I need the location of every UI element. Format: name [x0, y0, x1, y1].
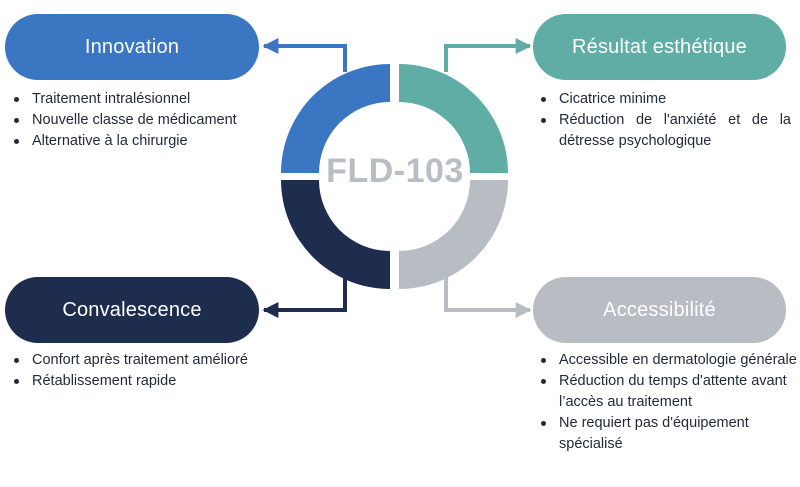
list-item: Ne requiert pas d'équipement spécialisé	[539, 413, 797, 455]
ring-segment-resultat	[399, 64, 508, 173]
arrow-convalescence	[262, 276, 347, 318]
list-item: Réduction du temps d'attente avant l’acc…	[539, 371, 797, 413]
center-label: FLD-103	[326, 152, 464, 190]
list-item: Alternative à la chirurgie	[12, 131, 252, 152]
resultat-list: Cicatrice minime Réduction de l'anxiété …	[539, 89, 791, 152]
ring-segment-accessibilite	[399, 180, 508, 289]
list-item: Rétablissement rapide	[12, 371, 252, 392]
resultat-title: Résultat esthétique	[571, 35, 748, 58]
convalescence-title: Convalescence	[62, 298, 202, 321]
list-item: Traitement intralésionnel	[12, 89, 252, 110]
list-item: Nouvelle classe de médicament	[12, 110, 252, 131]
ring-segment-convalescence	[281, 180, 390, 289]
list-item: Accessible en dermatologie générale	[539, 350, 797, 371]
accessibilite-pill: Accessibilité	[533, 277, 786, 343]
innovation-title: Innovation	[84, 35, 180, 58]
resultat-pill: Résultat esthétique	[533, 14, 786, 80]
arrow-accessibilite	[444, 276, 532, 318]
arrow-resultat	[444, 38, 532, 72]
ring-segment-innovation	[281, 64, 390, 173]
convalescence-pill: Convalescence	[5, 277, 259, 343]
innovation-pill: Innovation	[5, 14, 259, 80]
innovation-list: Traitement intralésionnel Nouvelle class…	[12, 89, 252, 152]
list-item: Réduction de l'anxiété et de la détresse…	[539, 110, 791, 152]
convalescence-list: Confort après traitement amélioré Rétabl…	[12, 350, 252, 392]
accessibilite-title: Accessibilité	[603, 298, 716, 321]
list-item: Cicatrice minime	[539, 89, 791, 110]
list-item: Confort après traitement amélioré	[12, 350, 252, 371]
arrow-innovation	[262, 38, 347, 72]
accessibilite-list: Accessible en dermatologie générale Rédu…	[539, 350, 797, 455]
